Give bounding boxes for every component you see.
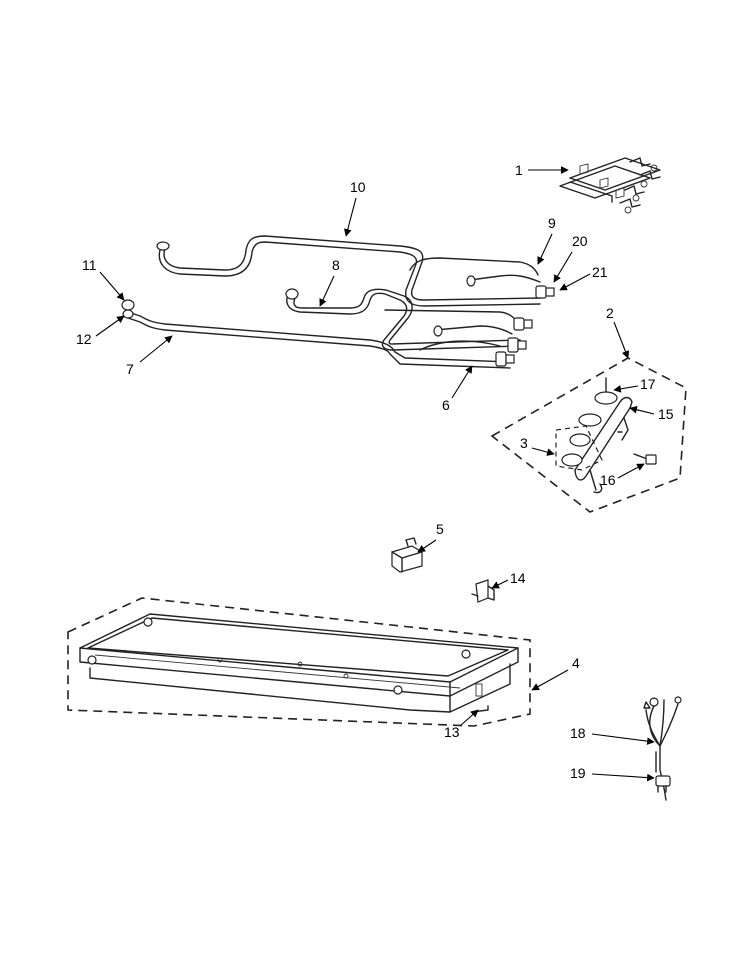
callout-label: 8 xyxy=(332,257,340,273)
callout-p11: 11 xyxy=(82,257,125,301)
callout-label: 20 xyxy=(572,233,588,249)
callout-label: 7 xyxy=(126,361,134,377)
callout-p2: 2 xyxy=(606,305,630,359)
callout-label: 6 xyxy=(442,397,450,413)
callout-label: 17 xyxy=(640,376,656,392)
callout-label: 13 xyxy=(444,724,460,740)
callout-p18: 18 xyxy=(570,725,655,745)
callout-p6: 6 xyxy=(442,365,473,413)
callout-p16: 16 xyxy=(600,463,645,488)
part-burner-box xyxy=(67,597,531,727)
callout-p8: 8 xyxy=(319,257,340,307)
callout-p3: 3 xyxy=(520,435,555,456)
callout-label: 9 xyxy=(548,215,556,231)
callout-label: 10 xyxy=(350,179,366,195)
callout-label: 5 xyxy=(436,521,444,537)
callout-label: 14 xyxy=(510,570,526,586)
callout-p19: 19 xyxy=(570,765,655,782)
callout-label: 1 xyxy=(515,162,523,178)
callout-p10: 10 xyxy=(344,179,366,237)
callout-p17: 17 xyxy=(613,376,656,393)
callout-p5: 5 xyxy=(417,521,444,553)
part-manifold-tube-left xyxy=(121,299,527,369)
callout-p21: 21 xyxy=(559,264,608,291)
callout-label: 12 xyxy=(76,331,92,347)
callout-p14: 14 xyxy=(491,570,526,589)
part-ignition-switch-bracket xyxy=(559,157,661,214)
callout-p15: 15 xyxy=(629,405,674,422)
callout-label: 15 xyxy=(658,406,674,422)
callout-label: 21 xyxy=(592,264,608,280)
callout-label: 2 xyxy=(606,305,614,321)
part-burner-tube-front xyxy=(285,288,533,351)
callout-p1: 1 xyxy=(515,162,569,178)
callout-p9: 9 xyxy=(537,215,556,265)
callout-p20: 20 xyxy=(553,233,588,283)
callout-p12: 12 xyxy=(76,315,125,347)
callout-label: 11 xyxy=(82,257,97,273)
part-valve-manifold-group xyxy=(490,357,687,513)
part-burner-tube-rear xyxy=(156,235,555,307)
callout-label: 16 xyxy=(600,472,616,488)
callout-label: 3 xyxy=(520,435,528,451)
callout-p4: 4 xyxy=(531,655,580,691)
part-wire-harness xyxy=(643,696,682,801)
callout-label: 19 xyxy=(570,765,586,781)
callout-p13: 13 xyxy=(444,709,479,740)
callout-label: 18 xyxy=(570,725,586,741)
callout-label: 4 xyxy=(572,655,580,671)
callout-p7: 7 xyxy=(126,335,173,377)
part-clip xyxy=(471,579,495,603)
part-spark-module xyxy=(391,537,423,573)
